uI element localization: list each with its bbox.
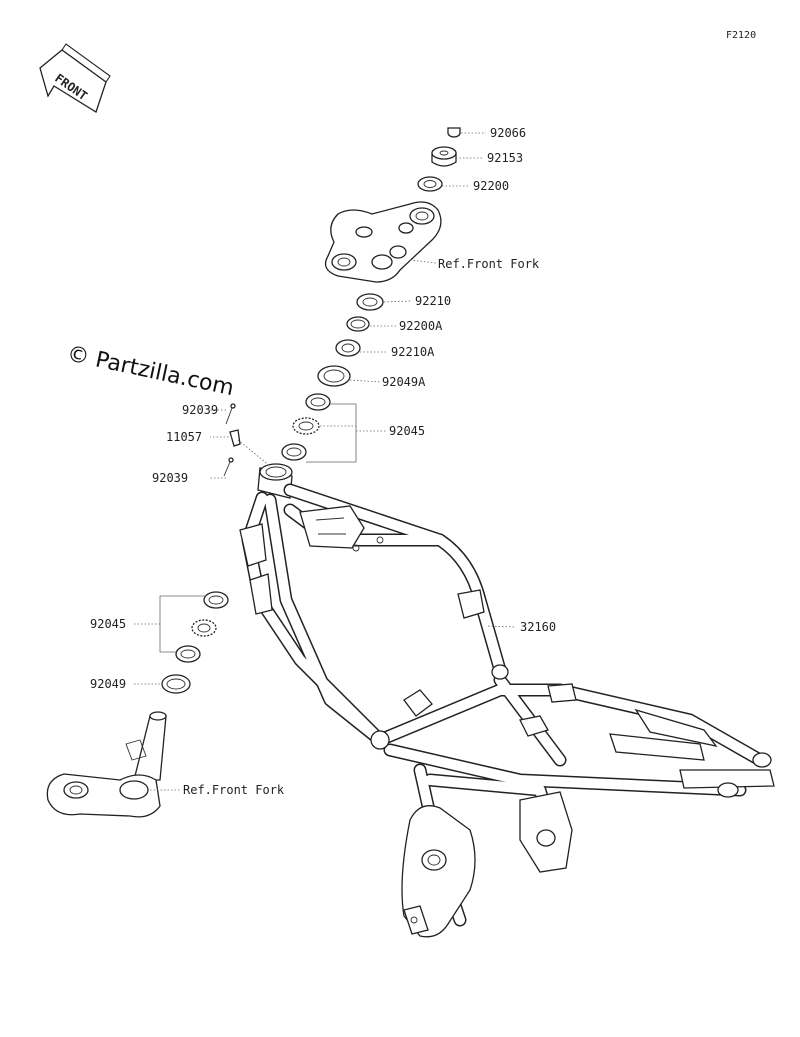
- callout-92153: 92153: [487, 151, 523, 165]
- bearing-lower-cup: [203, 591, 229, 609]
- callout-11057: 11057: [166, 430, 202, 444]
- bearing-lower-balls: [191, 619, 217, 637]
- bearing-upper-race: [305, 393, 331, 411]
- callout-32160: 32160: [520, 620, 556, 634]
- nut-92210A: [335, 339, 361, 357]
- washer-92200: [417, 176, 443, 192]
- callout-92045-lower: 92045: [90, 617, 126, 631]
- washer-92200A: [346, 316, 370, 332]
- callout-92049A: 92049A: [382, 375, 426, 389]
- screw-92039-lower: [223, 457, 234, 477]
- front-arrow-icon: FRONT: [39, 43, 111, 113]
- frame-32160: [239, 463, 775, 938]
- nut-92210: [356, 293, 384, 311]
- upper-fork-clamp: [324, 201, 442, 283]
- seal-92049: [161, 674, 191, 694]
- callout-92049: 92049: [90, 677, 126, 691]
- bearing-upper-cup: [281, 443, 307, 461]
- callout-92200: 92200: [473, 179, 509, 193]
- leader-lines: [132, 132, 517, 791]
- lower-fork-clamp: [46, 711, 167, 818]
- callout-92210: 92210: [415, 294, 451, 308]
- bearing-lower-race: [175, 645, 201, 663]
- nut-92066: [447, 127, 461, 138]
- callout-92039-upper: 92039: [182, 403, 218, 417]
- seal-92049A: [317, 365, 351, 387]
- bracket-11057: [229, 429, 241, 447]
- callout-ref-front-fork-lower: Ref.Front Fork: [183, 783, 285, 797]
- callout-92210A: 92210A: [391, 345, 435, 359]
- nut-92153: [431, 146, 457, 167]
- screw-92039-upper: [225, 403, 236, 425]
- bearing-upper-balls: [292, 417, 320, 435]
- callout-92039-lower: 92039: [152, 471, 188, 485]
- callout-92045-upper: 92045: [389, 424, 425, 438]
- figure-code: F2120: [726, 30, 756, 41]
- callout-ref-front-fork-upper: Ref.Front Fork: [438, 257, 540, 271]
- watermark: © Partzilla.com: [65, 341, 236, 401]
- callout-92200A: 92200A: [399, 319, 443, 333]
- callout-92066: 92066: [490, 126, 526, 140]
